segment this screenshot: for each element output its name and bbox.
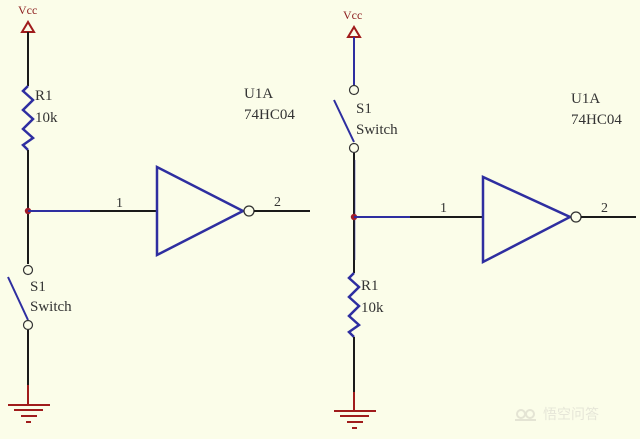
watermark-text: 悟空问答 (543, 406, 599, 423)
switch-blade-icon (333, 99, 355, 143)
switch-contact-bottom (22, 319, 34, 331)
inverter-triangle-icon (481, 175, 573, 265)
vcc-label: Vcc (18, 3, 37, 17)
ground-icon (334, 392, 376, 429)
switch-contact-bottom (348, 142, 360, 154)
inverter-ref: U1A (244, 86, 273, 102)
switch-contact-top (22, 264, 34, 276)
inverter-ref: U1A (571, 91, 600, 107)
resistor-value: 10k (35, 110, 58, 126)
speech-bubbles-icon (515, 409, 536, 421)
power-arrow-icon (346, 25, 362, 38)
input-pin-label: 1 (116, 196, 123, 211)
inverter-part: 74HC04 (571, 112, 622, 128)
resistor-ref: R1 (361, 278, 379, 294)
circuit-left: Vcc R1 10k 1 S1 Switch (7, 3, 310, 423)
vcc-label: Vcc (343, 8, 362, 22)
switch-name: Switch (356, 122, 398, 138)
output-pin-label: 2 (601, 201, 608, 216)
switch-name: Switch (30, 299, 72, 315)
inverter-part: 74HC04 (244, 107, 295, 123)
resistor-icon (347, 272, 362, 338)
switch-ref: S1 (30, 279, 46, 295)
switch-ref: S1 (356, 101, 372, 117)
resistor-icon (21, 85, 36, 151)
inverter-bubble-icon (243, 205, 255, 217)
input-pin-label: 1 (440, 201, 447, 216)
switch-contact-top (348, 84, 360, 96)
ground-icon (8, 385, 50, 423)
power-arrow-icon (20, 20, 36, 33)
circuit-right: Vcc S1 Switch 1 R1 10k (333, 8, 636, 429)
watermark: 悟空问答 (515, 406, 599, 423)
resistor-value: 10k (361, 300, 384, 316)
resistor-ref: R1 (35, 88, 53, 104)
inverter-bubble-icon (570, 211, 582, 223)
switch-blade-icon (7, 276, 29, 321)
inverter-triangle-icon (155, 164, 246, 258)
output-pin-label: 2 (274, 195, 281, 210)
